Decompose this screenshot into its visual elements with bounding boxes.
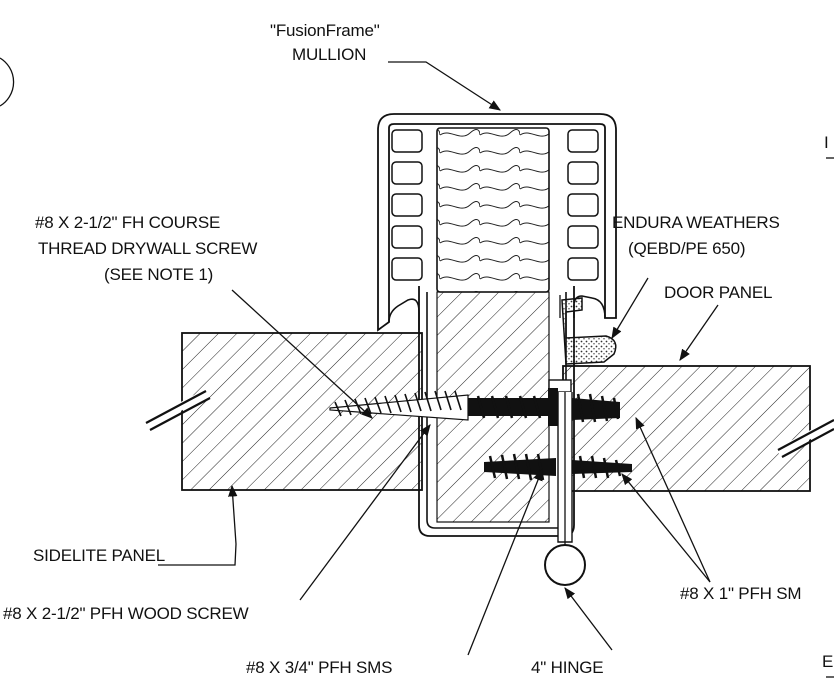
drywall-screw [329, 390, 469, 421]
sidelite-panel-label: SIDELITE PANEL [33, 546, 165, 565]
sms-short-label: #8 X 3/4" PFH SMS [246, 658, 392, 677]
hinge [544, 379, 586, 586]
hinge-label: 4" HINGE [531, 658, 603, 677]
weatherstrip-label-line1: ENDURA WEATHERS [612, 213, 780, 232]
break-mark-right [776, 418, 834, 458]
leader-lines [158, 61, 834, 678]
mullion-name-label: "FusionFrame" [270, 21, 380, 40]
drywall-screw-label-line1: #8 X 2-1/2" FH COURSE [35, 213, 220, 232]
drywall-screw-label-line3: (SEE NOTE 1) [104, 265, 213, 284]
mullion-chambers-left [391, 129, 423, 281]
sms-long-screw [572, 393, 620, 423]
weatherstrip-label-line2: (QEBD/PE 650) [628, 239, 745, 258]
detail-bubble-arc [0, 57, 15, 107]
edge-letter-top: I [824, 133, 829, 152]
mullion-label: MULLION [292, 45, 366, 64]
wood-screw-label: #8 X 2-1/2" PFH WOOD SCREW [3, 604, 249, 623]
door-panel-label: DOOR PANEL [664, 283, 772, 302]
break-mark-left [144, 388, 211, 431]
drywall-screw-label-line2: THREAD DRYWALL SCREW [38, 239, 257, 258]
wood-screw [468, 388, 558, 426]
sms-long-label: #8 X 1" PFH SM [680, 584, 801, 603]
mullion-chambers-right [567, 129, 599, 281]
edge-letter-bottom: E [822, 652, 833, 671]
weatherstrip [559, 295, 617, 365]
